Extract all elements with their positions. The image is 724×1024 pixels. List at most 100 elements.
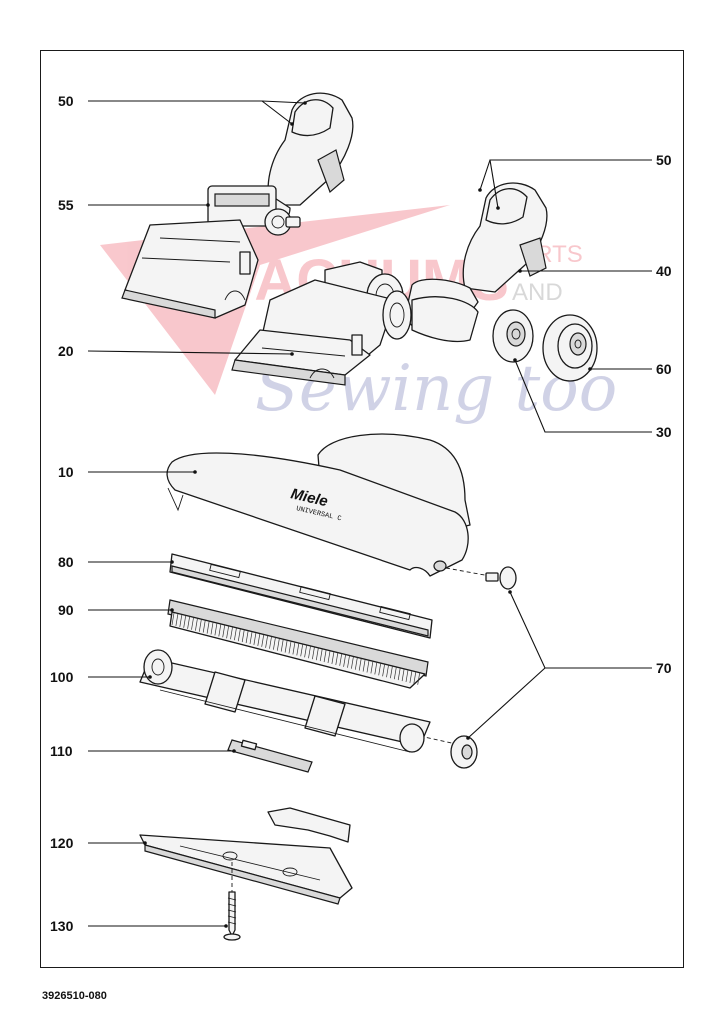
bristle-line	[354, 657, 358, 670]
bristle-line	[335, 652, 339, 665]
bristle-line	[366, 660, 370, 673]
bristle-line	[374, 662, 378, 675]
bristle-line	[397, 668, 401, 681]
bristle-line	[284, 640, 288, 653]
wheel-60	[542, 314, 598, 382]
bristle-line	[253, 632, 257, 646]
callout-50-left: 50	[58, 93, 74, 109]
bristle-line	[347, 655, 350, 668]
bristle-lines	[171, 612, 421, 685]
callout-labels: 50 55 20 10 80 90 100 110 120 130 50 40 …	[50, 93, 672, 934]
callout-130: 130	[50, 918, 74, 934]
bristle-line	[273, 637, 276, 650]
screw-130	[223, 862, 241, 941]
bristle-line	[265, 635, 268, 648]
bristle-line	[179, 614, 183, 627]
bristle-line	[390, 666, 393, 679]
bristle-line	[206, 621, 210, 634]
bristle-line	[234, 628, 237, 641]
bristle-line	[245, 630, 249, 644]
bristle-line	[237, 629, 241, 642]
bristle-line	[249, 631, 253, 645]
swivel-neck-assembly-left	[121, 92, 354, 319]
wheel-30	[492, 309, 534, 363]
bristle-line	[269, 636, 272, 649]
bristle-line	[378, 663, 382, 676]
callout-110: 110	[50, 743, 73, 759]
callout-60: 60	[656, 361, 672, 377]
callout-80: 80	[58, 554, 74, 570]
bristle-line	[214, 623, 218, 636]
bristle-line	[351, 656, 354, 669]
bristle-line	[210, 622, 214, 635]
rail-80	[169, 553, 433, 639]
bristle-line	[331, 651, 335, 665]
bristle-strip-90	[167, 599, 429, 689]
bristle-line	[312, 647, 315, 660]
bristle-line	[386, 665, 389, 678]
bristle-line	[222, 625, 226, 638]
callout-40: 40	[656, 263, 672, 279]
plate-110	[227, 739, 313, 773]
bristle-line	[323, 649, 327, 663]
leader-lines	[87, 100, 652, 927]
bristle-line	[319, 649, 323, 662]
bristle-line	[171, 612, 175, 626]
neck-assembly-right	[382, 182, 548, 343]
bristle-line	[202, 620, 206, 633]
bristle-line	[175, 613, 179, 627]
neck-cap-50a	[291, 99, 334, 137]
bristle-line	[304, 645, 307, 658]
swivel-joint-assembly-20	[231, 261, 404, 386]
main-housing-10: Miele UNIVERSAL C	[166, 433, 471, 577]
callout-10: 10	[58, 464, 74, 480]
bristle-line	[241, 630, 245, 643]
sole-plate-120	[139, 807, 353, 905]
callout-50-right: 50	[656, 152, 672, 168]
bristle-line	[183, 615, 187, 628]
bristle-line	[409, 670, 413, 684]
bristle-line	[393, 667, 397, 680]
bristle-line	[401, 668, 405, 682]
callout-120: 120	[50, 835, 74, 851]
callout-100: 100	[50, 669, 74, 685]
diagram-frame	[40, 50, 684, 968]
bristle-line	[276, 638, 280, 651]
bristle-line	[382, 664, 385, 677]
bristle-line	[315, 648, 319, 661]
bristle-line	[198, 619, 202, 632]
bristle-line	[370, 661, 374, 674]
bristle-line	[191, 617, 194, 630]
bristle-line	[417, 672, 421, 685]
bristle-line	[413, 671, 417, 684]
bristle-line	[230, 627, 233, 640]
bristle-line	[300, 644, 304, 657]
leader-dots	[143, 101, 592, 928]
callout-55: 55	[58, 197, 74, 213]
bristle-line	[339, 653, 343, 666]
bristle-line	[292, 642, 296, 655]
bristle-line	[280, 639, 284, 652]
callout-30: 30	[656, 424, 672, 440]
brush-roller-100	[139, 649, 431, 753]
bristle-line	[296, 643, 300, 656]
bristle-line	[308, 646, 311, 659]
bristle-line	[405, 669, 409, 683]
document-number: 3926510-080	[42, 990, 107, 1002]
watermark-and-text: AND	[512, 279, 563, 306]
bristle-line	[288, 641, 292, 654]
bristle-line	[358, 658, 362, 671]
fastener-parts-70	[419, 566, 517, 769]
bristle-line	[261, 634, 265, 647]
bristle-line	[257, 633, 261, 646]
bristle-line	[327, 650, 331, 664]
callout-70: 70	[656, 660, 672, 676]
bristle-line	[218, 624, 222, 637]
callout-90: 90	[58, 602, 74, 618]
bristle-line	[195, 618, 198, 631]
bristle-line	[187, 616, 190, 629]
bristle-line	[226, 626, 229, 639]
bristle-line	[343, 654, 346, 667]
bristle-line	[362, 659, 366, 672]
